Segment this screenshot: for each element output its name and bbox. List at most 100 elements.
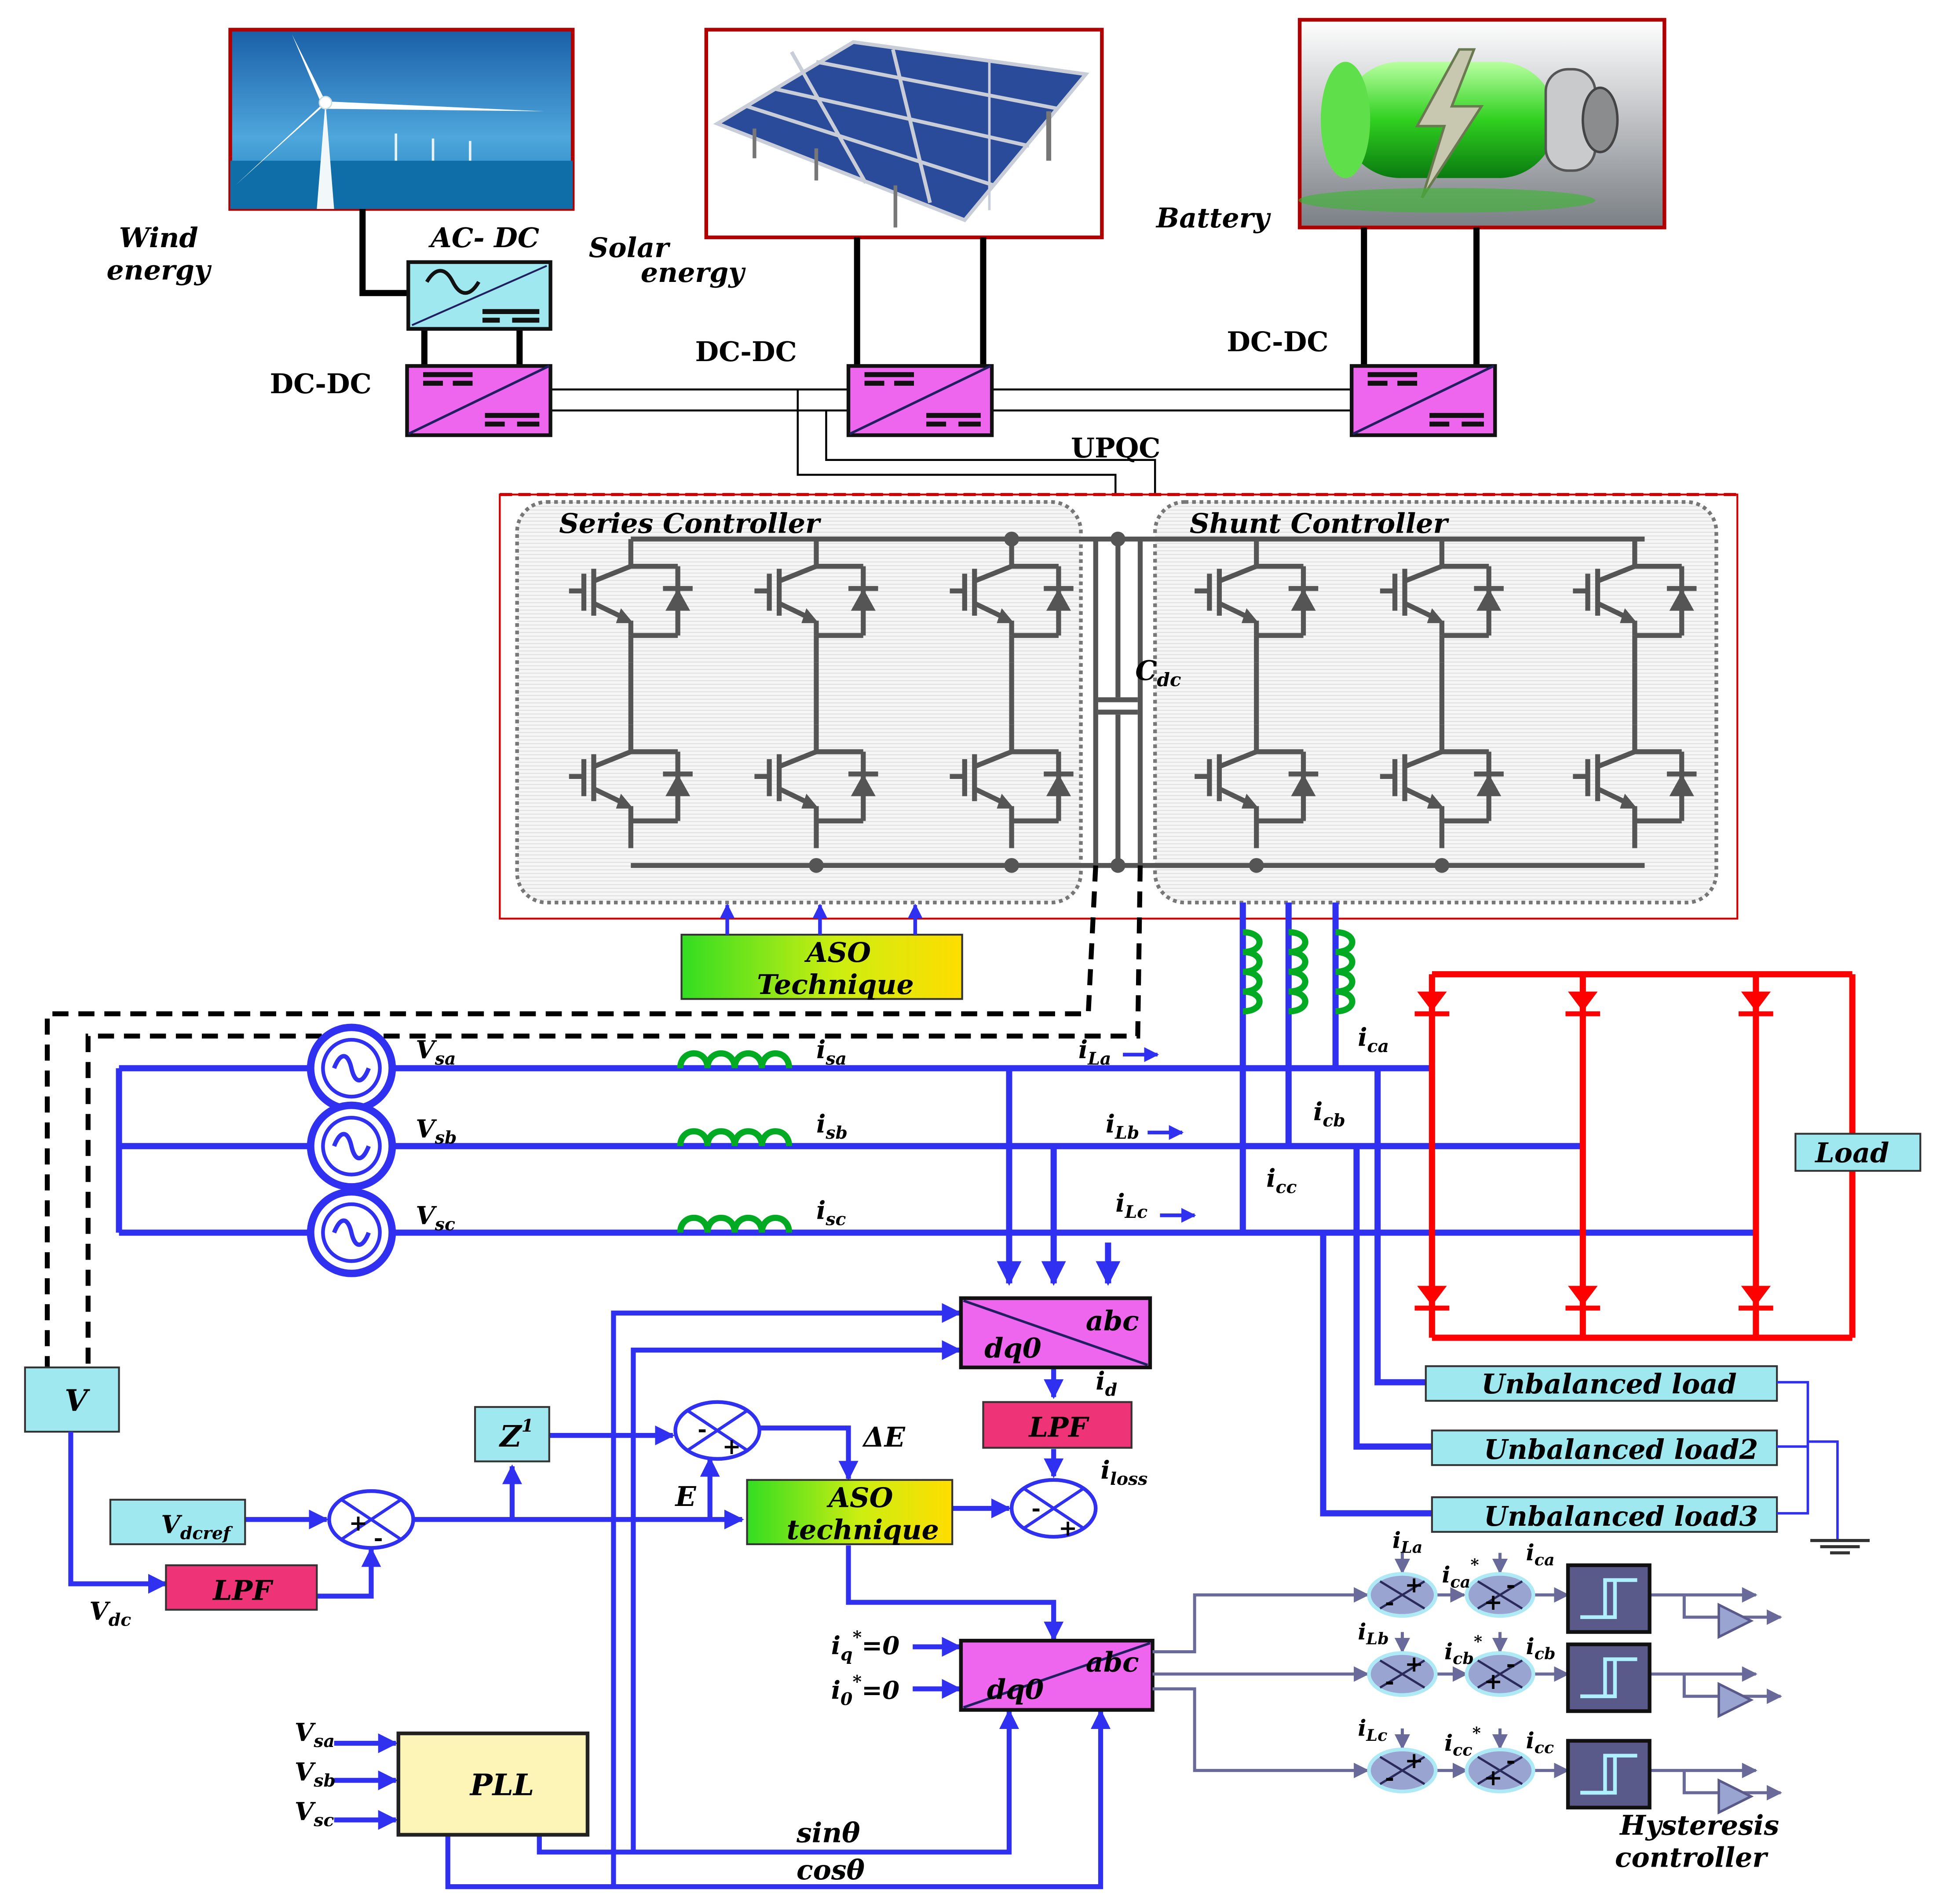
dc-link-capacitor-label: Cdc: [1135, 654, 1181, 691]
unbalanced-load-2-label: Unbalanced load2: [1484, 1433, 1758, 1465]
load-current-arrows: [1123, 1047, 1196, 1223]
load-label: Load: [1814, 1137, 1889, 1169]
isb-label: isb: [816, 1110, 848, 1143]
summer-sign: +: [349, 1509, 367, 1536]
diode: [1415, 991, 1450, 1014]
dc-dc-converter-battery: [1349, 366, 1497, 437]
icb-label: icb: [1313, 1097, 1345, 1131]
svg-text:-: -: [1506, 1651, 1516, 1677]
svg-text:-: -: [1506, 1747, 1516, 1773]
solar-label-line1: Solar: [589, 232, 671, 264]
aso-center-line2: technique: [786, 1514, 939, 1546]
dq0-bottom-label: dq0: [987, 1673, 1044, 1705]
ilc-label: iLc: [1115, 1189, 1147, 1222]
dc-dc-label-solar: DC-DC: [695, 336, 797, 368]
svg-text:-: -: [1385, 1668, 1394, 1694]
vdcref-box: [109, 1498, 246, 1546]
svg-text:+: +: [1405, 1747, 1423, 1773]
hysteresis-summer-signs: -+ +- -+ +- -+ +-: [1385, 1571, 1515, 1791]
vdc-label: Vdc: [89, 1597, 131, 1630]
aso-technique-top-block: [680, 903, 963, 1000]
control-wiring: [68, 1303, 1111, 1889]
series-controller-region: [515, 500, 1083, 905]
diode: [1739, 1286, 1773, 1308]
dq0-top-label: dq0: [984, 1332, 1041, 1364]
svg-text:-: -: [1385, 1589, 1394, 1615]
gate-signal-icon: [1719, 1605, 1751, 1637]
diode: [1415, 1286, 1450, 1308]
summer-sign: +: [722, 1433, 741, 1459]
cos-theta-label: cosθ: [797, 1854, 865, 1886]
aso-center-line1: ASO: [826, 1482, 893, 1514]
hyst-ica-ref-label: ica*: [1442, 1555, 1479, 1591]
icc-label: icc: [1266, 1164, 1297, 1198]
hyst-ica-label: ica: [1526, 1539, 1554, 1569]
unbalanced-load-3-label: Unbalanced load3: [1484, 1500, 1758, 1532]
load-box: [1794, 1133, 1922, 1172]
upqc-block: [499, 493, 1739, 920]
pll-block: [396, 1731, 590, 1837]
wind-turbine-picture: [228, 28, 575, 211]
svg-text:+: +: [1484, 1764, 1502, 1791]
dc-dc-converter-wind: [405, 366, 552, 437]
wind-label-line1: Wind: [119, 222, 198, 254]
dc-error-summer: [329, 1491, 413, 1548]
vdcref-label: Vdcref: [161, 1510, 233, 1544]
io-ref-label: i0*=0: [831, 1672, 900, 1709]
iloss-summer: [1012, 1480, 1096, 1537]
hysteresis-label-line1: Hysteresis: [1619, 1809, 1779, 1842]
ica-label: ica: [1358, 1023, 1389, 1056]
delay-block: [474, 1406, 550, 1462]
aso-top-line1: ASO: [804, 936, 871, 968]
lpf-id-block: [982, 1401, 1133, 1449]
delay-label: Z1: [498, 1416, 533, 1454]
ilb-label: iLb: [1106, 1110, 1140, 1143]
battery-label: Battery: [1155, 202, 1271, 234]
isc-label: isc: [816, 1196, 846, 1230]
pll-vsa-label: Vsa: [295, 1718, 335, 1751]
unbalanced-load-1-label: Unbalanced load: [1481, 1368, 1736, 1400]
hyst-icc-label: icc: [1526, 1727, 1554, 1757]
lpf-id-label: LPF: [1028, 1411, 1089, 1443]
ac-dc-converter: [406, 260, 552, 331]
unbalanced-loads: [1425, 1365, 1870, 1555]
voltage-sensor-label: V: [65, 1383, 91, 1418]
diode: [1565, 991, 1600, 1014]
dc-dc-label-wind: DC-DC: [270, 368, 371, 400]
svg-text:-: -: [1506, 1571, 1516, 1598]
vsc-label: Vsc: [416, 1201, 455, 1235]
wind-label-line2: energy: [106, 254, 212, 286]
svg-text:+: +: [1405, 1651, 1423, 1677]
gate-signal-icon: [1719, 1684, 1751, 1716]
dc-voltage-sense-lines: [44, 865, 1143, 1368]
summer-sign: +: [1059, 1514, 1077, 1541]
voltage-sensor-box: [24, 1366, 120, 1433]
svg-text:+: +: [1405, 1571, 1423, 1598]
sin-theta-label: sinθ: [796, 1816, 860, 1849]
hyst-ila-label: iLa: [1392, 1527, 1423, 1557]
summer-sign: -: [1031, 1495, 1041, 1521]
abc-to-dq0-block: [959, 1296, 1152, 1370]
hysteresis-summer: [1369, 1574, 1436, 1616]
hyst-icb-label: icb: [1526, 1633, 1555, 1663]
iloss-label: iloss: [1100, 1456, 1147, 1489]
diode-bridge-rectifier: [1429, 971, 1856, 1341]
battery-picture: [1297, 18, 1666, 230]
shunt-controller-label: Shunt Controller: [1190, 508, 1450, 540]
delta-e-summer: [676, 1402, 760, 1459]
solar-panel-picture: [704, 28, 1104, 239]
diode: [1565, 1286, 1600, 1308]
svg-text:+: +: [1484, 1668, 1502, 1694]
abc-top-label: abc: [1086, 1305, 1139, 1337]
upqc-label: UPQC: [1071, 432, 1160, 464]
hysteresis-wiring: [1152, 1553, 1783, 1801]
dc-dc-converter-solar: [846, 366, 994, 437]
svg-text:+: +: [1484, 1589, 1502, 1615]
lpf-dc-block: [165, 1564, 318, 1611]
pll-vsb-label: Vsb: [295, 1758, 336, 1791]
ila-label: iLa: [1078, 1035, 1111, 1069]
summer-sign: -: [698, 1415, 707, 1442]
id-label: id: [1096, 1367, 1117, 1400]
hyst-icb-ref-label: icb*: [1444, 1632, 1482, 1668]
